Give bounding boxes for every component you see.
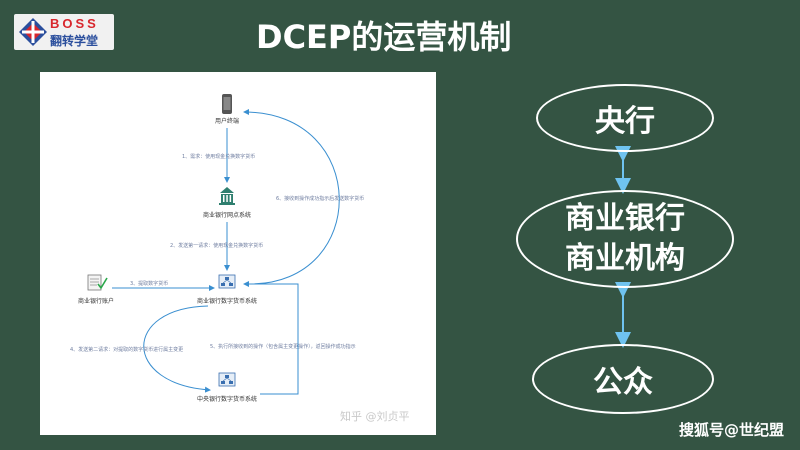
edge-1-label: 1、需求：使用现金兑换数字货币 [182,153,255,160]
commercial-bank-node: 商业银行 商业机构 [516,190,734,288]
network-system-icon-central [218,372,236,387]
edge-3-label: 3、提取数字货币 [130,280,168,287]
node-bank-account: 商业银行账户 [78,297,114,305]
edge-5-label: 5、执行所接收到的操作（包含属主变更操作），返回操作成功指示 [210,343,356,350]
bank-label-line2: 商业机构 [565,241,685,276]
central-bank-node: 央行 [536,84,714,152]
edge-2-label: 2、发送第一请求：使用现金兑换数字货币 [170,242,263,249]
node-bank-dc-system: 商业银行数字货币系统 [197,297,257,305]
bank-building-icon [219,187,235,205]
public-node: 公众 [532,344,714,414]
flow-diagram: 用户终端 1、需求：使用现金兑换数字货币 商业银行网点系统 2、发送第一请求：使… [40,72,436,435]
ledger-check-icon [87,274,108,291]
network-system-icon [218,274,236,289]
phone-icon [222,94,232,114]
edge-6-arrow [243,109,340,285]
edge-4-arrow [143,305,211,393]
edge-5-arrow [243,281,299,395]
logo-emblem-icon [19,18,47,46]
watermark: 知乎 @刘贞平 [340,409,410,423]
page-title: DCEP的运营机制 [256,18,512,56]
node-user-terminal: 用户终端 [215,117,239,125]
edge-6-label: 6、接收到操作成功指示后发送数字货币 [276,195,364,202]
bank-label-line1: 商业银行 [565,201,685,236]
node-central-dc-system: 中央银行数字货币系统 [197,395,257,403]
logo-brand: BOSS [50,16,99,31]
central-bank-label: 央行 [595,104,655,139]
public-label: 公众 [593,365,653,400]
node-branch-system: 商业银行网点系统 [203,211,251,219]
edge-4-label: 4、发送第二请求：对提取的数字货币进行属主变更 [70,346,183,353]
logo-subtitle: 翻转学堂 [50,34,99,48]
boss-logo: BOSS 翻转学堂 [14,14,114,50]
source-credit: 搜狐号@世纪盟 [678,421,784,439]
